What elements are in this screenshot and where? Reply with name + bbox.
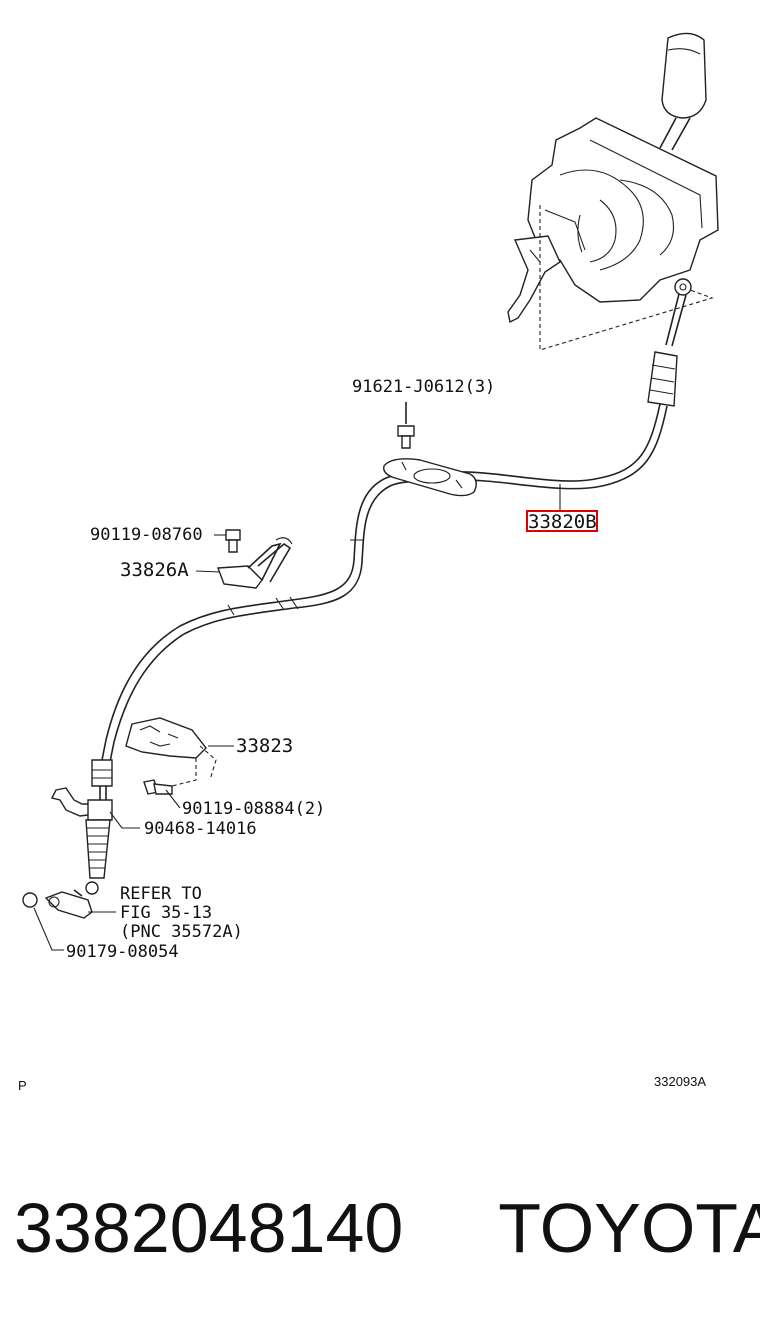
leader-33826a — [195, 570, 221, 573]
diagram-code: 332093A — [654, 1074, 706, 1089]
leader-90179 — [33, 907, 64, 951]
corner-mark-left: P — [18, 1078, 27, 1093]
refer-line-1: REFER TO — [120, 884, 202, 904]
part-number: 3382048140 — [14, 1189, 404, 1267]
callout-33823: 33823 — [236, 735, 293, 757]
leader-90468 — [109, 811, 140, 829]
callout-90119-08760: 90119-08760 — [90, 525, 203, 545]
callout-33826a: 33826A — [120, 559, 189, 581]
callout-90468-14016: 90468-14016 — [144, 819, 257, 839]
bracket-33823 — [125, 717, 217, 787]
shift-cable — [101, 403, 668, 763]
bolt-90119-08760-icon — [225, 529, 241, 553]
cable-end-assembly — [22, 759, 113, 919]
footer-caption: 3382048140 TOYOTA — [14, 1188, 760, 1268]
bolt-91621-icon — [397, 402, 415, 449]
clip-33826a — [217, 537, 293, 589]
callout-33820b[interactable]: 33820B — [528, 511, 597, 533]
refer-line-2: FIG 35-13 — [120, 903, 212, 923]
callout-90119-08884: 90119-08884(2) — [182, 799, 325, 819]
highlight-box — [526, 510, 598, 532]
brand-name: TOYOTA — [498, 1189, 760, 1267]
callout-91621-j0612: 91621-J0612(3) — [352, 377, 495, 397]
leader-90119-08884 — [165, 789, 181, 809]
refer-line-3: (PNC 35572A) — [120, 922, 243, 942]
grommet-plate — [383, 458, 477, 497]
shift-lever-assembly — [507, 32, 719, 407]
callout-90179-08054: 90179-08054 — [66, 942, 179, 962]
